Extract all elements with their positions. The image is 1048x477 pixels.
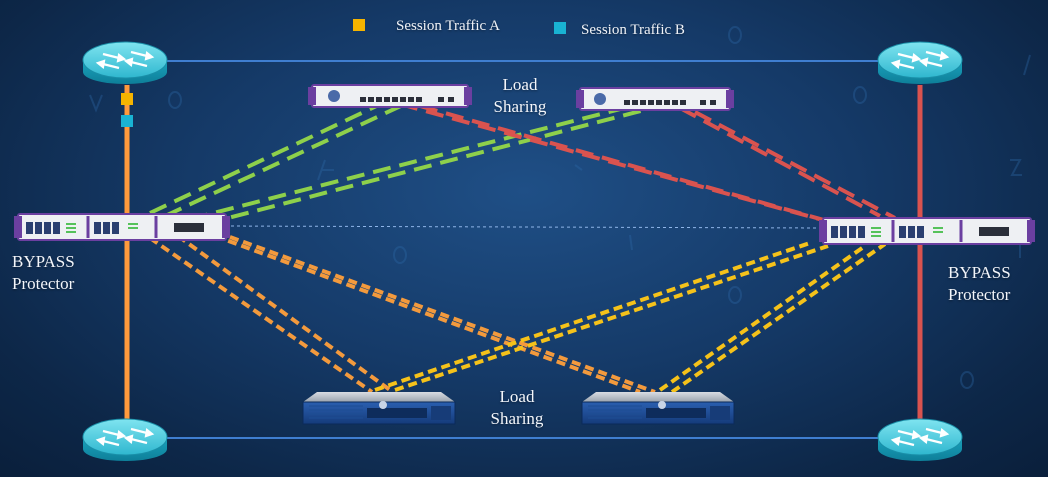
bypass-right-line1: BYPASS bbox=[948, 263, 1011, 282]
bypass-right-device-icon bbox=[819, 217, 1035, 245]
bypass-right-line2: Protector bbox=[948, 285, 1011, 304]
bypass-left-device-icon bbox=[14, 213, 230, 241]
bypass-left-label: BYPASS Protector bbox=[12, 251, 75, 295]
router-bottom-right-icon bbox=[877, 418, 963, 461]
router-top-left-icon bbox=[82, 41, 168, 84]
bypass-inter-link bbox=[224, 225, 823, 229]
server-bottom-left-icon bbox=[302, 392, 456, 425]
load-sharing-top-line1: Load bbox=[502, 75, 538, 94]
green-dashed-links bbox=[149, 100, 661, 226]
bypass-left-line1: BYPASS bbox=[12, 252, 75, 271]
bypass-right-label: BYPASS Protector bbox=[948, 262, 1011, 306]
traffic-b-marker bbox=[121, 115, 133, 127]
load-sharing-bottom-line1: Load bbox=[499, 387, 535, 406]
red-dashed-links bbox=[399, 102, 896, 228]
legend-label-b: Session Traffic B bbox=[581, 22, 685, 38]
background-pattern bbox=[89, 26, 1031, 389]
legend-swatch-b bbox=[554, 22, 566, 34]
legend-label-a: Session Traffic A bbox=[396, 18, 500, 34]
appliance-top-left-icon bbox=[308, 84, 472, 108]
load-sharing-top-line2: Sharing bbox=[493, 97, 547, 116]
appliance-top-right-icon bbox=[576, 87, 734, 111]
load-sharing-bottom-line2: Sharing bbox=[490, 409, 544, 428]
traffic-a-marker bbox=[121, 93, 133, 105]
yellow-dashed-links bbox=[374, 241, 887, 394]
orange-dashed-links bbox=[148, 234, 656, 394]
bypass-left-line2: Protector bbox=[12, 274, 75, 293]
server-bottom-right-icon bbox=[581, 392, 735, 425]
router-bottom-left-icon bbox=[82, 418, 168, 461]
legend-swatch-a bbox=[353, 19, 365, 31]
load-sharing-top-label: Load Sharing bbox=[470, 74, 570, 118]
load-sharing-bottom-label: Load Sharing bbox=[467, 386, 567, 430]
router-top-right-icon bbox=[877, 41, 963, 84]
